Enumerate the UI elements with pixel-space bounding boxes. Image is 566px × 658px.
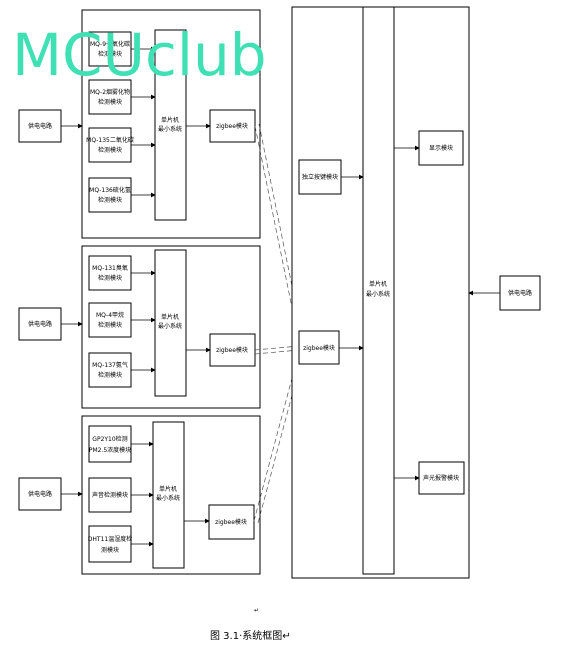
center-zigbee-box [298, 330, 340, 365]
node-3-mcu-line-2: 最小系统 [156, 494, 180, 502]
node-2-zigbee-label: zigbee模块 [216, 346, 248, 354]
node-3-supply-label: 供电电路 [28, 490, 52, 498]
node-2-sensor-1-line-2: 检测模块 [98, 274, 122, 282]
node-1-sensor-4-line-1: MQ-136硫化氢 [89, 186, 131, 194]
node-2-sensor-3-box [88, 352, 132, 388]
watermark-text: MCUclub [12, 21, 267, 89]
node-2-mcu-line-2: 最小系统 [158, 322, 182, 330]
display-label: 显示模块 [429, 144, 453, 152]
node-3-sensor-1-box [88, 425, 132, 463]
node-1-sensor-2-line-2: 检测模块 [98, 98, 122, 106]
node-2-sensor-2-line-1: MQ-4甲烷 [96, 311, 124, 319]
node-3-sensor-3-line-2: 测模块 [101, 546, 119, 554]
paragraph-mark: ↵ [254, 607, 259, 614]
node-1-arrows [61, 46, 211, 198]
alarm-box [418, 461, 465, 495]
node-1-sensor-3-line-2: 检测模块 [98, 146, 122, 154]
center-supply-box [499, 275, 541, 311]
display-box [418, 130, 464, 166]
alarm-label: 声光报警模块 [423, 474, 459, 482]
node-3-supply-box [18, 477, 62, 511]
keys-box [298, 159, 342, 195]
node-3-sensor-3-line-1: DHT11温湿度检 [88, 535, 132, 543]
sensor-node-2: 供电电路 MQ-131臭氧 检测模块 MQ-4甲烷 检测模块 MQ-137氨气 … [18, 245, 261, 409]
coordinator-arrows [339, 145, 420, 481]
center-mcu-line-1: 单片机 [369, 280, 387, 288]
center-zigbee-label: zigbee模块 [303, 344, 335, 352]
node-1-sensor-3-line-1: MQ-135二氧化碳 [86, 136, 134, 144]
figure-caption: 图 3.1·系统框图↵ [210, 629, 291, 642]
coordinator-node: 独立按键模块 zigbee模块 单片机 最小系统 显示模块 声光报警模块 [291, 6, 470, 579]
node-3-sensor-1-line-2: PM2.5浓度模块 [89, 446, 131, 454]
node-1-mcu-line-1: 单片机 [161, 116, 179, 124]
node-2-supply-box [18, 307, 62, 341]
node-1-sensor-4-box [88, 177, 132, 213]
sensor-node-3: 供电电路 GP2Y10检测 PM2.5浓度模块 声音检测模块 DHT11温湿度检… [18, 415, 261, 575]
node-1-supply-box [18, 109, 62, 143]
node-3-mcu-box [152, 421, 185, 569]
node-2-sensor-3-line-1: MQ-137氨气 [92, 361, 128, 369]
node-1-sensor-1-line-2: 检测模块 [98, 50, 122, 58]
node-1-sensor-2-line-1: MQ-2烟雾化物 [90, 88, 130, 96]
node-2-supply-label: 供电电路 [28, 320, 52, 328]
center-mcu-line-2: 最小系统 [366, 290, 390, 298]
keys-label: 独立按键模块 [302, 173, 338, 181]
node-1-mcu-box [154, 29, 187, 221]
node-3-sensor-1-line-1: GP2Y10检测 [92, 435, 127, 443]
node-1-sensor-3-box [88, 127, 132, 163]
node-2-sensor-1-box [88, 255, 132, 291]
node-3-mcu-line-1: 单片机 [159, 485, 177, 493]
node-1-sensor-4-line-2: 检测模块 [98, 196, 122, 204]
node-2-sensor-2-box [88, 302, 132, 338]
center-mcu-box [362, 6, 395, 575]
node-1-mcu-line-2: 最小系统 [158, 125, 182, 133]
node-3-sensor-2-line-1: 声音检测模块 [92, 491, 128, 499]
node-2-mcu-line-1: 单片机 [161, 313, 179, 321]
node-2-mcu-box [154, 249, 187, 397]
node-2-arrows [61, 270, 211, 373]
node-1-supply-label: 供电电路 [28, 122, 52, 130]
node-2-sensor-3-line-2: 检测模块 [98, 371, 122, 379]
node-1-sensor-1-line-1: MQ-9一氧化碳 [90, 40, 130, 48]
node-3-zigbee-label: zigbee模块 [215, 518, 247, 526]
node-3-arrows [61, 441, 210, 547]
sensor-node-1: 供电电路 MQ-9一氧化碳 检测模块 MQ-2烟雾化物 检测模块 MQ-135二… [18, 9, 261, 239]
node-2-sensor-1-line-1: MQ-131臭氧 [92, 264, 128, 272]
node-1-zigbee-box [209, 109, 256, 143]
node-2-sensor-2-line-2: 检测模块 [98, 321, 122, 329]
node-3-sensor-3-box [88, 525, 132, 563]
center-supply-label: 供电电路 [508, 289, 532, 297]
node-1-zigbee-label: zigbee模块 [216, 122, 248, 130]
